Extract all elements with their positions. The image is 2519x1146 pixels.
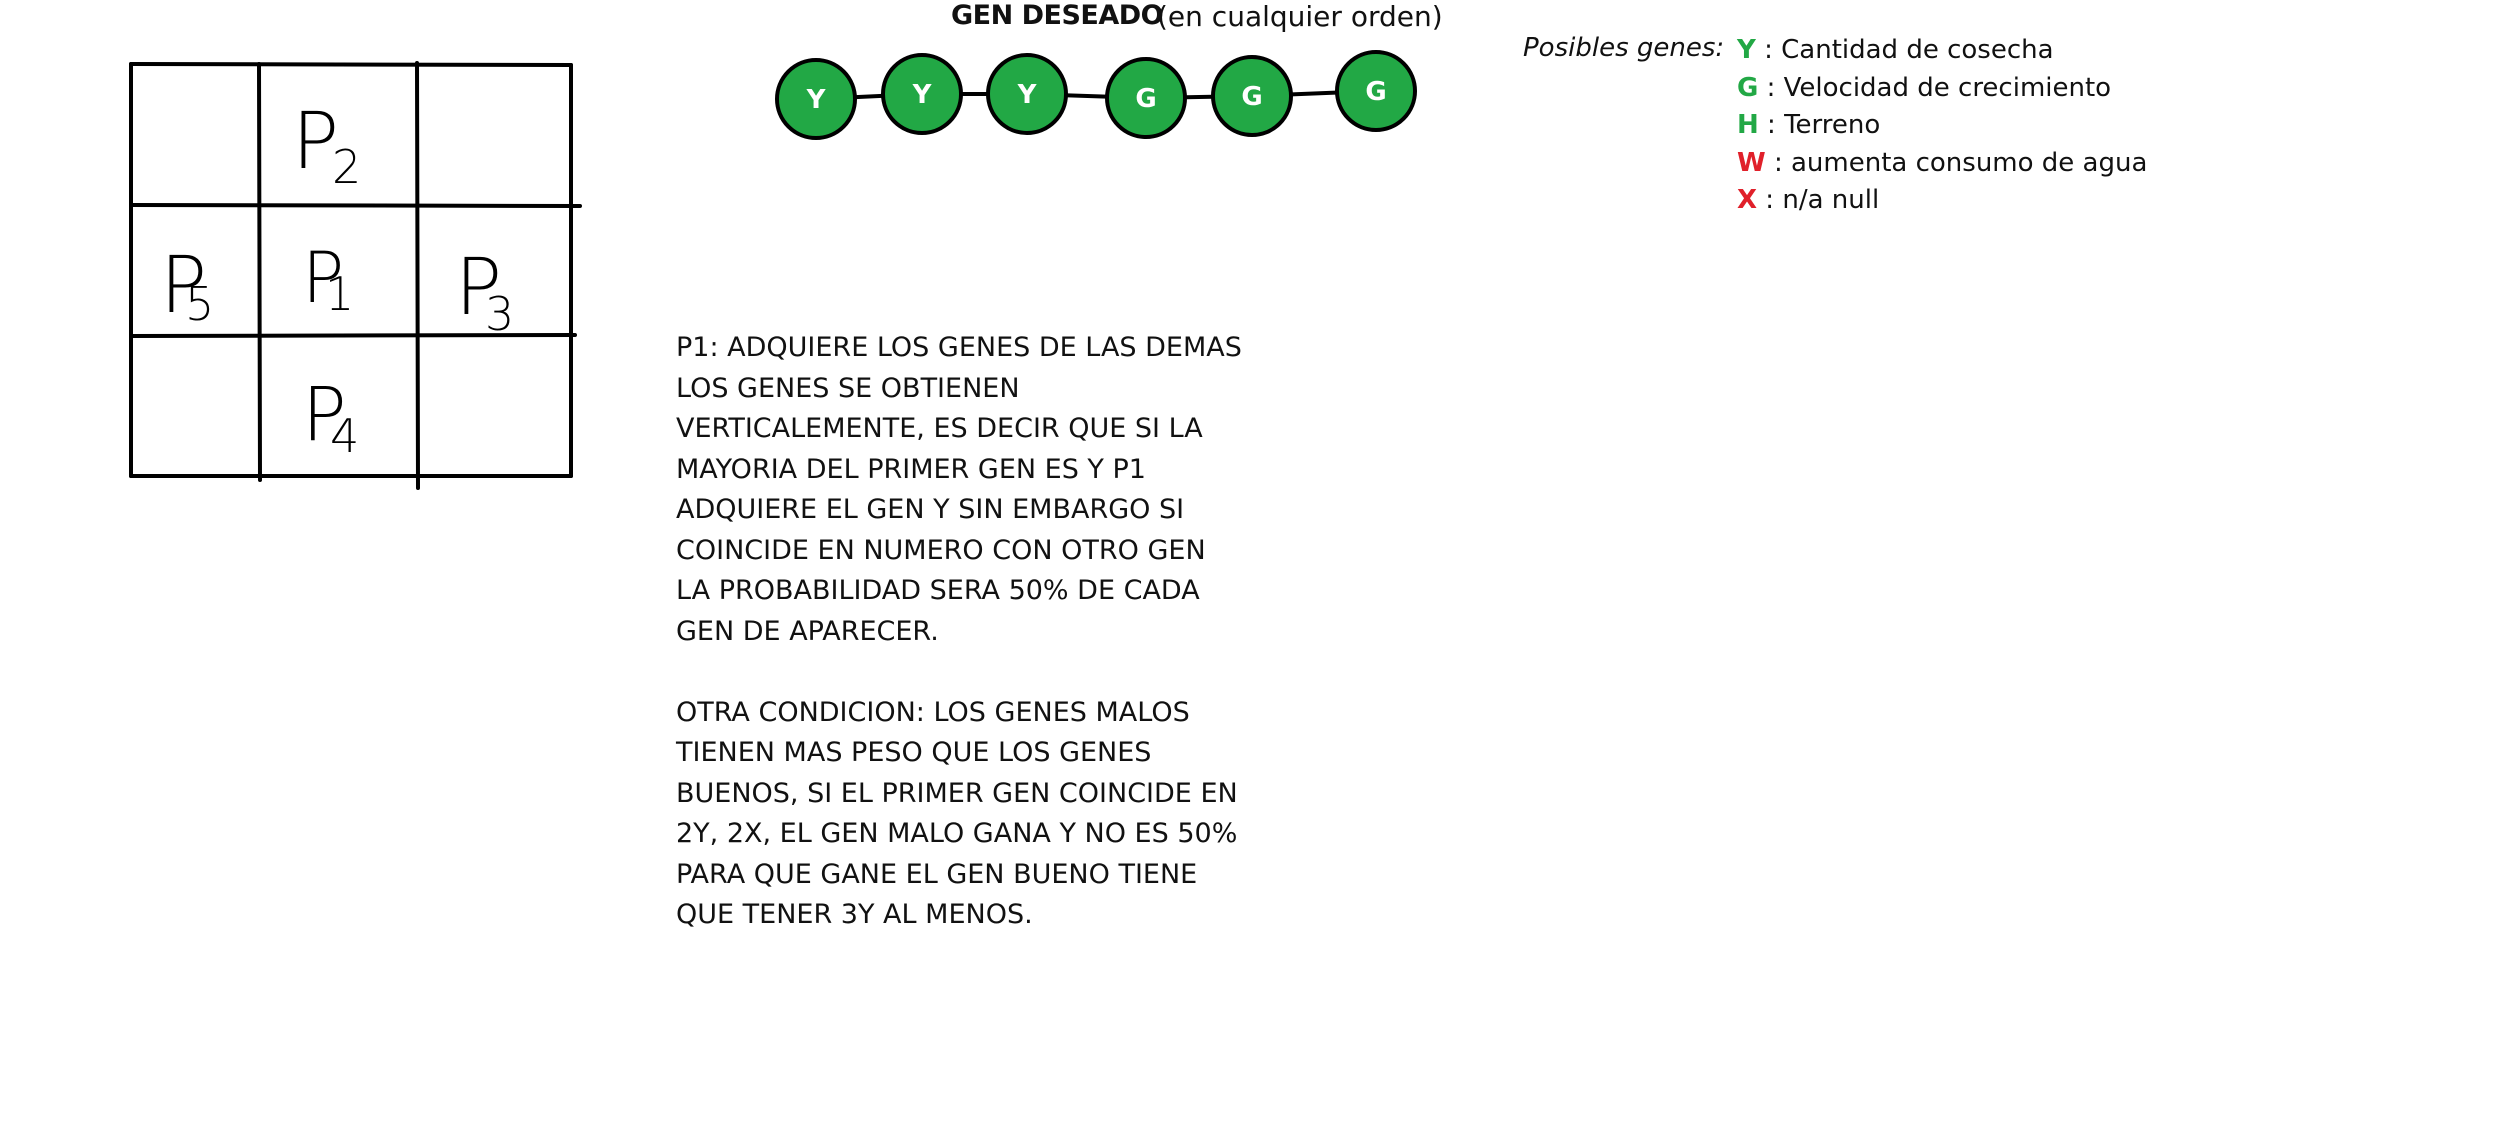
svg-text:P: P — [302, 372, 347, 458]
gene-node-label: G — [1135, 84, 1156, 114]
svg-text:3: 3 — [485, 287, 514, 341]
grid-cell-p5: P 5 — [160, 241, 214, 331]
svg-text:P: P — [455, 243, 502, 333]
gene-node-label: Y — [912, 80, 933, 110]
grid-cell-p1: P 1 — [302, 237, 354, 321]
grid-line-v2 — [415, 61, 420, 490]
gene-node-label: G — [1365, 77, 1386, 107]
grid-cell-p2: P 2 — [292, 97, 361, 194]
gene-node — [1105, 57, 1187, 139]
legend-desc: Cantidad de cosecha — [1781, 35, 2054, 65]
legend-desc: Terreno — [1784, 110, 1881, 140]
grid-line-h1 — [129, 203, 582, 208]
gene-node — [1335, 50, 1417, 132]
gene-node — [775, 58, 857, 140]
svg-text:1: 1 — [325, 267, 354, 321]
position-grid: P 2 P 5 P 1 P 3 P 4 — [129, 61, 582, 490]
legend-item-h: H : Terreno — [1737, 110, 1881, 140]
legend-desc: n/a null — [1782, 185, 1880, 215]
svg-text:2: 2 — [332, 140, 361, 194]
desired-gene-title: GEN DESEADO — [951, 0, 1164, 31]
svg-text:P: P — [302, 237, 344, 319]
gene-legend: Y : Cantidad de cosecha G : Velocidad de… — [1737, 32, 2147, 220]
legend-code: Y — [1737, 35, 1756, 65]
svg-text:5: 5 — [185, 277, 214, 331]
gene-node — [1211, 55, 1293, 137]
legend-item-x: X : n/a null — [1737, 185, 1880, 215]
grid-cell-p4: P 4 — [302, 372, 359, 463]
svg-text:4: 4 — [330, 409, 359, 463]
legend-code: G — [1737, 72, 1759, 103]
grid-line-v1 — [257, 62, 262, 482]
gene-node — [986, 53, 1068, 135]
svg-text:P: P — [160, 241, 207, 331]
grid-line-h2 — [129, 333, 577, 338]
grid-cell-p3: P 3 — [455, 243, 514, 341]
legend-item-w: W : aumenta consumo de agua — [1737, 147, 2148, 178]
rules-text: P1: ADQUIERE LOS GENES DE LAS DEMAS LOS … — [676, 328, 1256, 936]
grid-outer-top — [129, 62, 573, 67]
svg-text:P: P — [292, 97, 339, 187]
gene-node — [881, 53, 963, 135]
legend-code: X — [1737, 185, 1758, 215]
legend-desc: Velocidad de crecimiento — [1783, 72, 2112, 103]
legend-item-g: G : Velocidad de crecimiento — [1737, 72, 2112, 103]
gene-node-label: Y — [806, 85, 827, 115]
rules-paragraph-2: OTRA CONDICION: LOS GENES MALOS TIENEN M… — [676, 696, 1238, 931]
rules-paragraph-1: P1: ADQUIERE LOS GENES DE LAS DEMAS LOS … — [676, 332, 1242, 647]
legend-item-y: Y : Cantidad de cosecha — [1737, 35, 2054, 65]
legend-code: H — [1737, 110, 1759, 140]
desired-gene-subtitle: (en cualquier orden) — [1157, 0, 1443, 33]
gene-node-label: Y — [1017, 80, 1038, 110]
legend-code: W — [1737, 147, 1766, 178]
legend-label: Posibles genes: — [1523, 33, 1725, 63]
gene-node-label: G — [1241, 82, 1262, 112]
legend-desc: aumenta consumo de agua — [1790, 147, 2148, 178]
